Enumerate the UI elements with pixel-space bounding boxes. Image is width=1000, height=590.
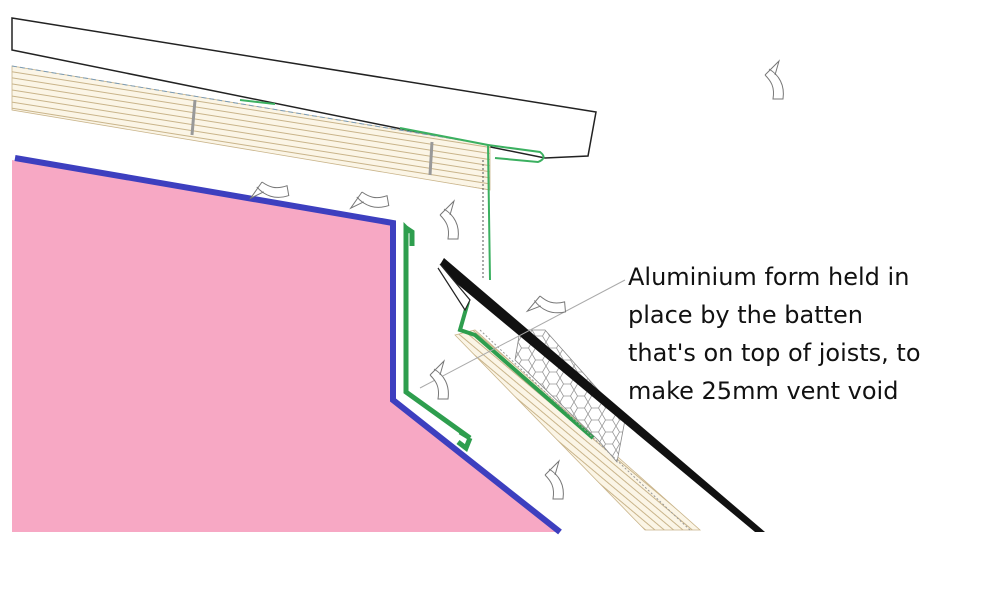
upper-aluminium-form [239, 99, 545, 281]
annotation-line: that's on top of joists, to [628, 339, 921, 367]
airflow-arrow-icon [544, 460, 564, 500]
annotation-line: make 25mm vent void [628, 377, 899, 405]
sloped-board [438, 258, 765, 532]
insulation [12, 160, 560, 532]
airflow-arrow-icon [429, 360, 449, 400]
annotation-line: Aluminium form held in [628, 263, 910, 291]
airflow-arrow-icon [525, 293, 567, 317]
fascia-roof-board [11, 17, 597, 159]
fixing-screw [190, 99, 197, 136]
membrane [14, 155, 562, 535]
annotation-line: place by the batten [628, 301, 864, 329]
annotation-leader-line [419, 279, 626, 389]
fixing-screw [428, 141, 434, 176]
annotation-text: Aluminium form held in place by the batt… [628, 258, 921, 410]
airflow-arrow-icon [439, 200, 459, 240]
membrane-dashed-line [11, 65, 491, 146]
sloped-aluminium-form [457, 301, 595, 440]
airflow-arrow-icon [347, 187, 390, 214]
airflow-arrow-icon [764, 60, 784, 100]
insect-mesh [514, 329, 626, 463]
